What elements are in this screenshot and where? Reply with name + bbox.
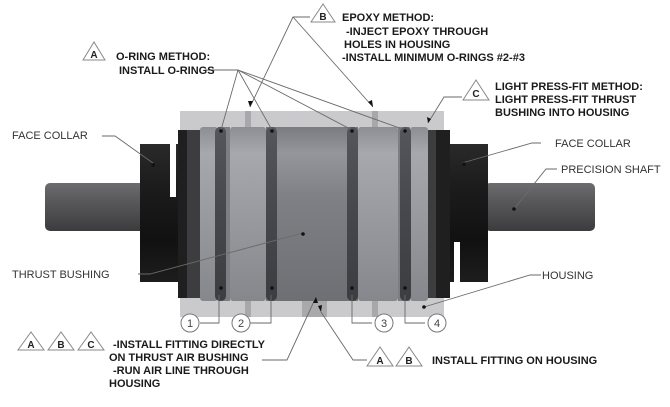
svg-text:2: 2 [238, 318, 244, 330]
epoxy-method-step-1: -INJECT EPOXY THROUGH [346, 26, 488, 38]
press-fit-method-step: LIGHT PRESS-FIT THRUST [495, 94, 636, 106]
o-ring-method-title: O-RING METHOD: [116, 51, 210, 63]
o-ring-number-4: 4 [427, 313, 447, 333]
thrust-bushing-label: THRUST BUSHING [12, 269, 110, 281]
o-ring-number-2: 2 [231, 313, 251, 333]
method-b-triangle-icon [395, 346, 423, 367]
face-collar-right-label: FACE COLLAR [555, 138, 631, 150]
method-c-triangle-icon [462, 79, 490, 101]
method-b-letter: B [319, 12, 326, 23]
epoxy-method-step-1-cont: HOLES IN HOUSING [344, 39, 450, 51]
o-ring-3 [347, 127, 358, 301]
method-b-triangle-icon [310, 3, 336, 23]
svg-text:4: 4 [434, 318, 440, 330]
method-c-triangle-icon [77, 331, 105, 351]
svg-text:B: B [57, 340, 64, 351]
fitting-bushing-step-2: -RUN AIR LINE THROUGH [113, 365, 249, 377]
epoxy-method-step-2: -INSTALL MINIMUM O-RINGS #2-#3 [342, 52, 525, 64]
callout-epoxy-method: B EPOXY METHOD: -INJECT EPOXY THROUGH HO… [310, 3, 525, 64]
callout-fitting-on-bushing: A B C -INSTALL FITTING DIRECTLY ON THRUS… [17, 331, 266, 390]
press-fit-method-title: LIGHT PRESS-FIT METHOD: [495, 81, 643, 93]
epoxy-method-title: EPOXY METHOD: [342, 12, 434, 24]
method-a-letter: A [90, 50, 97, 61]
o-ring-1 [215, 127, 226, 301]
method-b-triangle-icon [47, 331, 75, 351]
o-ring-number-1: 1 [180, 313, 200, 333]
o-ring-2 [266, 127, 277, 301]
method-a-triangle-icon [82, 41, 106, 61]
callout-press-fit-method: C LIGHT PRESS-FIT METHOD: LIGHT PRESS-FI… [462, 79, 643, 119]
press-fit-method-step-cont: BUSHING INTO HOUSING [495, 107, 629, 119]
face-collar-right [450, 144, 488, 284]
face-collar-left [140, 140, 180, 282]
svg-text:C: C [87, 340, 94, 351]
housing-label: HOUSING [542, 270, 593, 282]
o-ring-method-step: INSTALL O-RINGS [119, 65, 215, 77]
svg-text:1: 1 [187, 318, 193, 330]
callout-o-ring-method: A O-RING METHOD: INSTALL O-RINGS [82, 41, 215, 77]
o-ring-4 [400, 127, 411, 301]
precision-shaft-left [45, 183, 155, 231]
fitting-bushing-step-1-cont: ON THRUST AIR BUSHING [109, 352, 249, 364]
leader-dots [151, 100, 516, 312]
callout-fitting-on-housing: A B INSTALL FITTING ON HOUSING [366, 346, 597, 367]
method-a-triangle-icon [366, 346, 394, 367]
fitting-bushing-step-2-cont: HOUSING [109, 378, 160, 390]
precision-shaft-right [485, 183, 595, 231]
leader-lines [102, 16, 557, 361]
svg-text:A: A [27, 340, 34, 351]
fitting-housing-step: INSTALL FITTING ON HOUSING [432, 355, 597, 367]
o-ring-number-3: 3 [374, 313, 394, 333]
svg-text:A: A [376, 356, 383, 367]
precision-shaft-label: PRECISION SHAFT [561, 164, 661, 176]
method-a-triangle-icon [17, 331, 45, 351]
svg-text:B: B [405, 356, 412, 367]
face-collar-left-label: FACE COLLAR [12, 130, 88, 142]
fitting-bushing-step-1: -INSTALL FITTING DIRECTLY [113, 339, 266, 351]
svg-text:3: 3 [381, 318, 387, 330]
method-c-letter: C [472, 89, 479, 100]
